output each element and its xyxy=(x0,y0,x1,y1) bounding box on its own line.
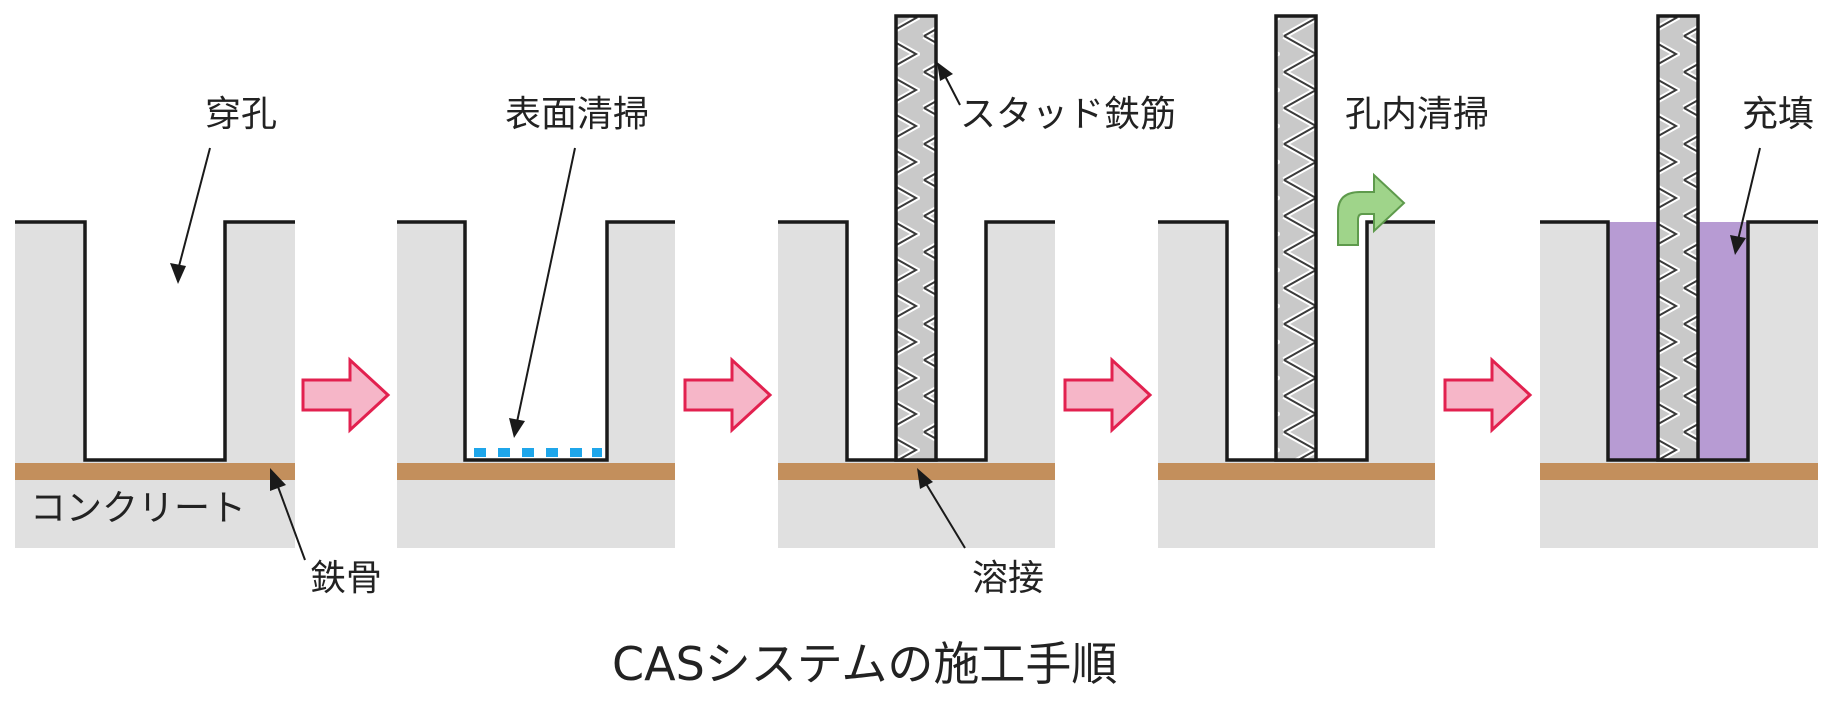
step-label-hole-cleaning: 孔内清掃 xyxy=(1345,94,1489,135)
panel-hole-cleaning: 孔内清掃 xyxy=(1158,14,1489,548)
step-arrow-2-3 xyxy=(683,356,773,434)
leader-arrowhead xyxy=(170,263,186,284)
leader-line xyxy=(924,481,966,549)
leader-arrowhead xyxy=(509,418,525,438)
leader-line xyxy=(1737,147,1761,241)
step-arrow-1-2 xyxy=(301,356,391,434)
steel-label: 鉄骨 xyxy=(310,558,382,599)
steel-layer xyxy=(1158,463,1435,480)
hole-outline xyxy=(397,220,675,462)
step-label-drilling: 穿孔 xyxy=(205,94,277,135)
step-label-filling: 充填 xyxy=(1742,94,1814,135)
stud-rebar xyxy=(894,14,938,462)
stud-rebar xyxy=(1274,14,1318,462)
steel-layer xyxy=(15,463,295,480)
step-label-surface-cleaning: 表面清掃 xyxy=(505,94,649,135)
steel-layer xyxy=(778,463,1055,480)
step-arrow-4-5 xyxy=(1443,356,1533,434)
step-arrow-3-4 xyxy=(1063,356,1153,434)
leader-line xyxy=(276,483,306,561)
panel-drilling: 穿孔 コンクリート 鉄骨 xyxy=(15,94,382,599)
leader-line xyxy=(177,147,211,271)
leader-arrowhead xyxy=(917,468,933,489)
leader-line xyxy=(944,75,961,106)
leader-arrowhead xyxy=(1730,235,1746,255)
welding-label: 溶接 xyxy=(972,558,1044,599)
concrete-label: コンクリート xyxy=(30,488,246,529)
stud-rebar xyxy=(1656,14,1700,462)
step-label-stud-rebar: スタッド鉄筋 xyxy=(960,94,1176,135)
leader-line xyxy=(516,147,576,423)
return-arrow xyxy=(1337,172,1406,246)
panel-surface-cleaning: 表面清掃 xyxy=(397,94,675,548)
steel-layer xyxy=(1540,463,1818,480)
cleaning-dots xyxy=(474,448,602,457)
panel-stud-rebar: スタッド鉄筋 溶接 xyxy=(778,14,1176,599)
leader-arrowhead xyxy=(937,62,953,81)
leader-arrowhead xyxy=(270,468,286,491)
concrete-block xyxy=(397,222,675,548)
panel-filling: 充填 xyxy=(1540,14,1818,548)
hole-outline xyxy=(15,220,295,462)
diagram-caption: CASシステムの施工手順 xyxy=(612,637,1117,691)
steel-layer xyxy=(397,463,675,480)
